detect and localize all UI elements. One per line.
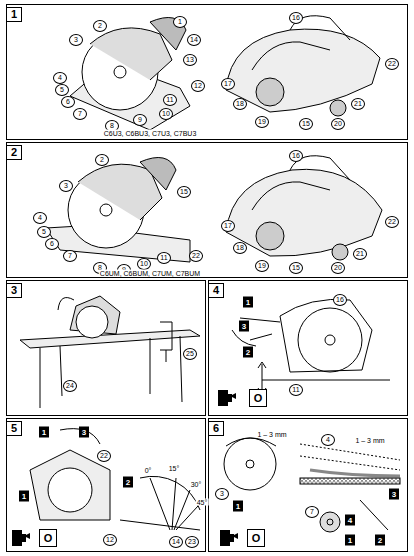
panel-number: 4: [208, 283, 224, 298]
callout-number: 15: [289, 262, 303, 274]
step-number: 3: [389, 489, 399, 500]
callout-number: 7: [63, 250, 77, 262]
dimension-text: 1 – 3 mm: [256, 431, 287, 438]
callout-number: 22: [97, 450, 111, 462]
callout-number: 15: [177, 186, 191, 198]
callout-number: 21: [353, 248, 367, 260]
callout-number: 17: [221, 78, 235, 90]
panel4-saw: [232, 299, 390, 394]
dimension-text: C6UM, C6BUM, C7UM, C7BUM: [99, 270, 201, 277]
step-number: 2: [243, 347, 253, 358]
callout-number: 2: [95, 154, 109, 166]
callout-number: 4: [321, 434, 335, 446]
panel-number: 5: [6, 421, 22, 436]
panel6-saw: [224, 438, 400, 532]
panel1-saw: [70, 16, 380, 130]
plug-icons: [12, 390, 238, 546]
panel-number: 1: [6, 7, 22, 22]
callout-number: 12: [191, 80, 205, 92]
callout-number: 21: [351, 98, 365, 110]
dimension-text: 15°: [168, 465, 181, 472]
callout-number: 19: [255, 260, 269, 272]
callout-number: 14: [169, 536, 183, 548]
callout-number: 12: [103, 534, 117, 546]
step-number: 2: [123, 477, 133, 488]
callout-number: 6: [45, 238, 59, 250]
callout-number: 17: [221, 220, 235, 232]
figure-panel: 5: [6, 418, 206, 552]
callout-number: 23: [185, 536, 199, 548]
step-number: 1: [19, 491, 29, 502]
callout-number: 3: [69, 34, 83, 46]
panel-number: 2: [6, 145, 22, 160]
callout-number: 9: [133, 114, 147, 126]
callout-number: 22: [385, 58, 399, 70]
callout-number: 5: [55, 84, 69, 96]
dimension-text: 45°: [196, 499, 209, 506]
symbol-text: O: [247, 529, 265, 547]
callout-number: 11: [163, 94, 177, 106]
callout-number: 22: [189, 250, 203, 262]
callout-number: 11: [157, 252, 171, 264]
step-number: 1: [345, 535, 355, 546]
step-number: 2: [375, 535, 385, 546]
callout-number: 15: [299, 118, 313, 130]
callout-number: 11: [289, 384, 303, 396]
callout-number: 20: [331, 262, 345, 274]
callout-number: 18: [233, 242, 247, 254]
callout-number: 16: [289, 12, 303, 24]
step-number: 3: [79, 427, 89, 438]
panel-number: 3: [6, 283, 22, 298]
dimension-text: 0°: [144, 467, 153, 474]
dimension-text: 1 – 3 mm: [354, 437, 385, 444]
panel3-workbench: [20, 296, 200, 408]
callout-number: 20: [331, 118, 345, 130]
step-number: 4: [345, 515, 355, 526]
step-number: 1: [39, 427, 49, 438]
step-number: 3: [239, 321, 249, 332]
step-number: 1: [243, 297, 253, 308]
callout-number: 25: [183, 348, 197, 360]
callout-number: 10: [137, 258, 151, 270]
callout-number: 3: [59, 180, 73, 192]
figure-panel: 1: [6, 4, 408, 140]
callout-number: 4: [53, 72, 67, 84]
callout-number: 19: [255, 116, 269, 128]
callout-number: 16: [289, 150, 303, 162]
callout-number: 18: [233, 98, 247, 110]
panel-number: 6: [208, 421, 224, 436]
callout-number: 14: [187, 34, 201, 46]
callout-number: 13: [183, 54, 197, 66]
callout-number: 7: [305, 506, 319, 518]
callout-number: 3: [215, 488, 229, 500]
dimension-text: 30°: [190, 481, 203, 488]
callout-number: 4: [33, 212, 47, 224]
callout-number: 6: [61, 96, 75, 108]
symbol-text: O: [249, 389, 267, 407]
callout-number: 1: [173, 16, 187, 28]
dimension-text: C6U3, C6BU3, C7U3, C7BU3: [103, 130, 198, 137]
callout-number: 7: [73, 108, 87, 120]
callout-number: 5: [37, 226, 51, 238]
figure-panel: 3: [6, 280, 206, 416]
callout-number: 10: [159, 108, 173, 120]
callout-number: 2: [93, 20, 107, 32]
panel2-saw: [46, 156, 382, 262]
step-number: 1: [233, 501, 243, 512]
callout-number: 16: [333, 294, 347, 306]
symbol-text: O: [39, 529, 57, 547]
panel5-saw: [30, 429, 200, 530]
figure-panel: 4: [208, 280, 408, 416]
callout-number: 24: [63, 380, 77, 392]
callout-number: 22: [385, 216, 399, 228]
